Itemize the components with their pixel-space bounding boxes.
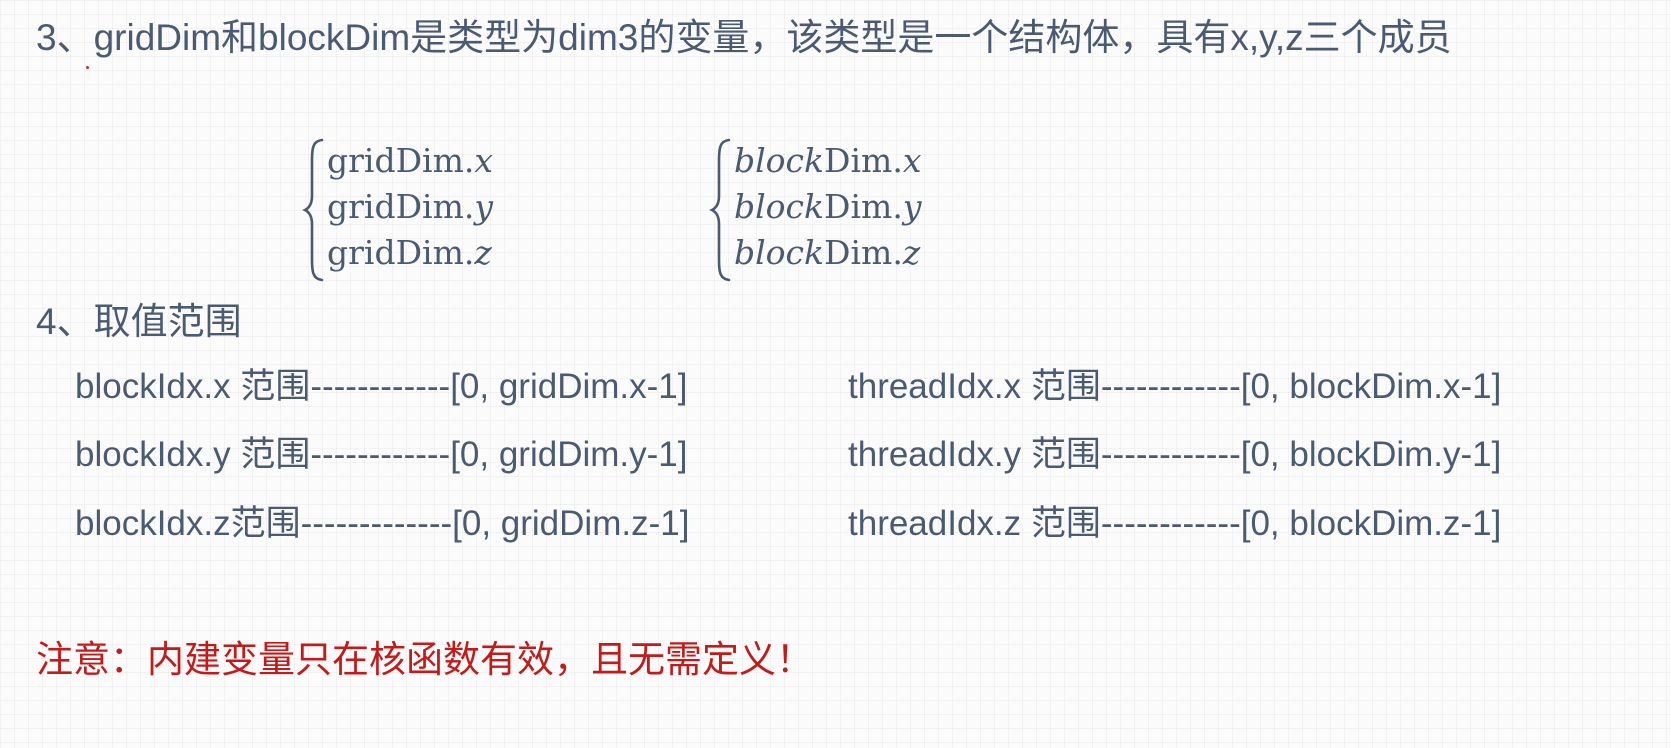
- blockdim-x: blockDim.x: [734, 141, 922, 180]
- threadidx-y-range: threadIdx.y 范围------------[0, blockDim.y…: [848, 435, 1502, 474]
- left-brace-icon: [302, 138, 324, 282]
- griddim-z: gridDim.z: [327, 233, 492, 272]
- heading-4: 4、取值范围: [36, 301, 242, 342]
- blockidx-z-range: blockIdx.z范围-------------[0, gridDim.z-1…: [75, 504, 690, 543]
- blockidx-y-range: blockIdx.y 范围------------[0, gridDim.y-1…: [75, 435, 688, 474]
- blockidx-x-range: blockIdx.x 范围------------[0, gridDim.x-1…: [75, 367, 688, 406]
- blockdim-members: blockDim.x blockDim.y blockDim.z: [709, 138, 950, 282]
- left-brace-icon: [709, 138, 731, 282]
- threadidx-x-range: threadIdx.x 范围------------[0, blockDim.x…: [848, 367, 1502, 406]
- note-warning: 注意：内建变量只在核函数有效，且无需定义！: [36, 639, 813, 680]
- blockdim-z: blockDim.z: [734, 233, 921, 272]
- griddim-x: gridDim.x: [327, 141, 493, 180]
- griddim-members: gridDim.x gridDim.y gridDim.z: [302, 138, 523, 282]
- heading-3: 3、gridDim和blockDim是类型为dim3的变量，该类型是一个结构体，…: [36, 17, 1452, 58]
- blockdim-y: blockDim.y: [734, 187, 922, 226]
- threadidx-z-range: threadIdx.z 范围------------[0, blockDim.z…: [848, 504, 1502, 543]
- griddim-y: gridDim.y: [327, 187, 494, 226]
- pointer-dot: [86, 66, 89, 69]
